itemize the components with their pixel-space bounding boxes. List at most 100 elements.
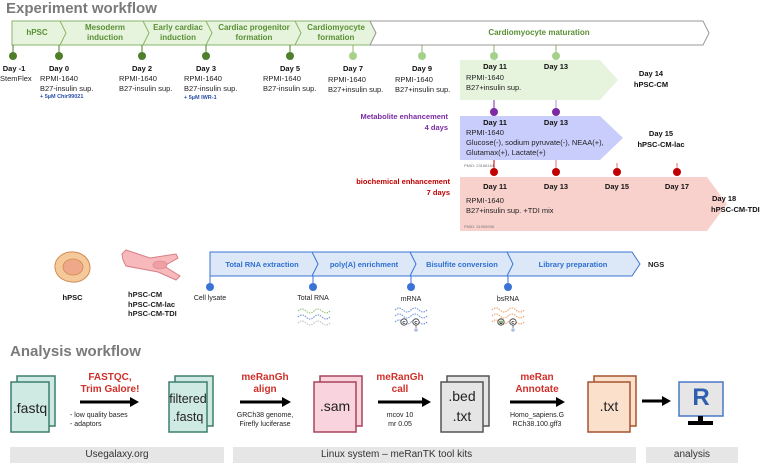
- txt-file-icon: [587, 381, 631, 433]
- pmid-reference: PMID: 23168164: [464, 163, 495, 168]
- metabolite-duration: 4 days: [424, 123, 448, 132]
- platform-linux: Linux system – meRanTK tool kits: [233, 447, 636, 463]
- analysis-workflow-title: Analysis workflow: [10, 343, 141, 360]
- metabolite-arrow: [460, 116, 623, 160]
- sample-label: bsRNA: [496, 296, 520, 303]
- timepoint-dot: [552, 168, 560, 176]
- tool-name: FASTQC, Trim Galore!: [80, 372, 140, 395]
- end-day-label: Day 15: [648, 129, 674, 138]
- sam-file-icon: [313, 381, 357, 433]
- file-label: .txt: [599, 398, 619, 414]
- medium-label: RPMI-1640 B27-insulin sup.: [40, 74, 94, 93]
- uracil-icon: [497, 318, 505, 326]
- seq-stage-polya-enrichment: poly(A) enrichment: [329, 259, 399, 269]
- day-label: Day 13: [543, 62, 569, 71]
- arrow-icon: [642, 396, 671, 406]
- timepoint-dot: [552, 52, 560, 60]
- tool-name: meRanGh align: [241, 372, 289, 395]
- timepoint-dot: [552, 108, 560, 116]
- hpsc-cell-icon: [54, 251, 91, 283]
- day-label: Day 3: [195, 64, 216, 73]
- timepoint-dot: [613, 168, 621, 176]
- timepoint-dot: [490, 52, 498, 60]
- file-label: .bed .txt: [448, 388, 476, 424]
- biochemical-arrow: [460, 177, 727, 231]
- cytosine-icon: [400, 318, 408, 326]
- tool-description: - low quality bases - adaptors: [70, 412, 128, 428]
- timepoint-dot: [286, 52, 294, 60]
- stage-cardiomyocyte-formation: Cardiomyocyte formation: [307, 23, 365, 42]
- day-label: Day 11: [483, 118, 507, 127]
- end-product-label: hPSC-CM: [633, 80, 669, 89]
- r-monitor-icon: [678, 381, 724, 425]
- sample-dot: [309, 283, 317, 291]
- bed-txt-file-icon: [440, 381, 484, 433]
- end-day-label: Day 18: [712, 194, 737, 203]
- stage-band-maturation: [369, 20, 710, 46]
- mrna-strands-icon: C C: [394, 307, 428, 332]
- sample-dot: [206, 283, 214, 291]
- tool-name: meRanGh call: [376, 372, 424, 395]
- cardiomyocyte-cell-icon: [121, 249, 181, 281]
- stage-band: [9, 20, 710, 60]
- day-label: Day 5: [279, 64, 300, 73]
- day-label: Day 9: [411, 64, 432, 73]
- tool-description: GRCh38 genome, Firefly luciferase: [236, 412, 294, 428]
- tool-description: mcov 10 mr 0.05: [386, 412, 414, 428]
- supplement-label: + 5µM IWR-1: [184, 95, 217, 101]
- methyl-group-icon: [414, 328, 418, 332]
- medium-label: RPMI-1640 B27+insulin sup. +TDI mix: [466, 196, 554, 215]
- seq-stage-total-rna-extraction: Total RNA extraction: [225, 259, 299, 269]
- medium-label: RPMI-1640 B27-insulin sup.: [263, 74, 317, 93]
- medium-label: RPMI-1640 B27-insulin sup.: [184, 74, 238, 93]
- arrow-icon: [378, 397, 431, 407]
- arrow-icon: [510, 397, 565, 407]
- pmid-reference: PMID: 31955938: [464, 224, 495, 229]
- day-label: Day 17: [664, 182, 690, 191]
- medium-label: RPMI-1640 B27-insulin sup.: [119, 74, 173, 93]
- day-label: Day 13: [543, 182, 569, 191]
- base-label: U: [499, 320, 502, 325]
- end-day-label: Day 14: [638, 69, 664, 78]
- base-label: C: [414, 320, 418, 325]
- stage-mesoderm-induction: Mesoderm induction: [84, 23, 125, 42]
- sequencing-band: [206, 251, 641, 291]
- timepoint-dot: [9, 52, 17, 60]
- arrow-icon: [240, 397, 291, 407]
- bsrna-strands-icon: U C: [491, 307, 525, 332]
- day-label: Day 13: [543, 118, 569, 127]
- day-label: Day 11: [483, 182, 507, 191]
- stage-hpsc: hPSC: [26, 28, 48, 37]
- file-label: filtered .fastq: [169, 392, 207, 424]
- day-label: Day 2: [131, 64, 152, 73]
- day-label: Day 0: [48, 64, 69, 73]
- stage-cardiac-progenitor-formation: Cardiac progenitor formation: [218, 23, 290, 42]
- tool-name: meRan Annotate: [515, 372, 559, 395]
- end-product-label: hPSC-CM-TDI: [711, 205, 760, 214]
- r-label: R: [692, 384, 710, 411]
- supplement-label: + 5µM Chir99021: [40, 94, 84, 100]
- day-label: Day 15: [604, 182, 630, 191]
- tool-description: Homo_sapiens.G RCh38.100.gff3: [509, 412, 565, 428]
- sample-dot: [504, 283, 512, 291]
- hpsc-label: hPSC: [62, 293, 83, 302]
- timepoint-dot: [490, 168, 498, 176]
- seq-stage-bisulfite-conversion: Bisulfite conversion: [426, 259, 498, 269]
- stage-cardiomyocyte-maturation: Cardiomyocyte maturation: [488, 28, 590, 37]
- standard-arrow: [460, 60, 618, 100]
- end-product-label: hPSC-CM-lac: [637, 140, 685, 149]
- platform-usegalaxy: Usegalaxy.org: [10, 447, 224, 463]
- file-label: .fastq: [12, 400, 48, 416]
- day-label: Day 11: [483, 62, 507, 71]
- timepoint-dot: [490, 108, 498, 116]
- total-rna-strands-icon: [297, 308, 331, 326]
- stage-divider: [142, 20, 150, 46]
- timepoint-dot: [418, 52, 426, 60]
- day-label: Day -1: [2, 64, 26, 73]
- stage-early-cardiac-induction: Early cardiac induction: [153, 23, 203, 42]
- timepoint-dot: [55, 52, 63, 60]
- stage-divider: [294, 20, 302, 46]
- filtered-fastq-file-icon: [168, 381, 208, 433]
- metabolite-title: Metabolite enhancement: [360, 112, 448, 121]
